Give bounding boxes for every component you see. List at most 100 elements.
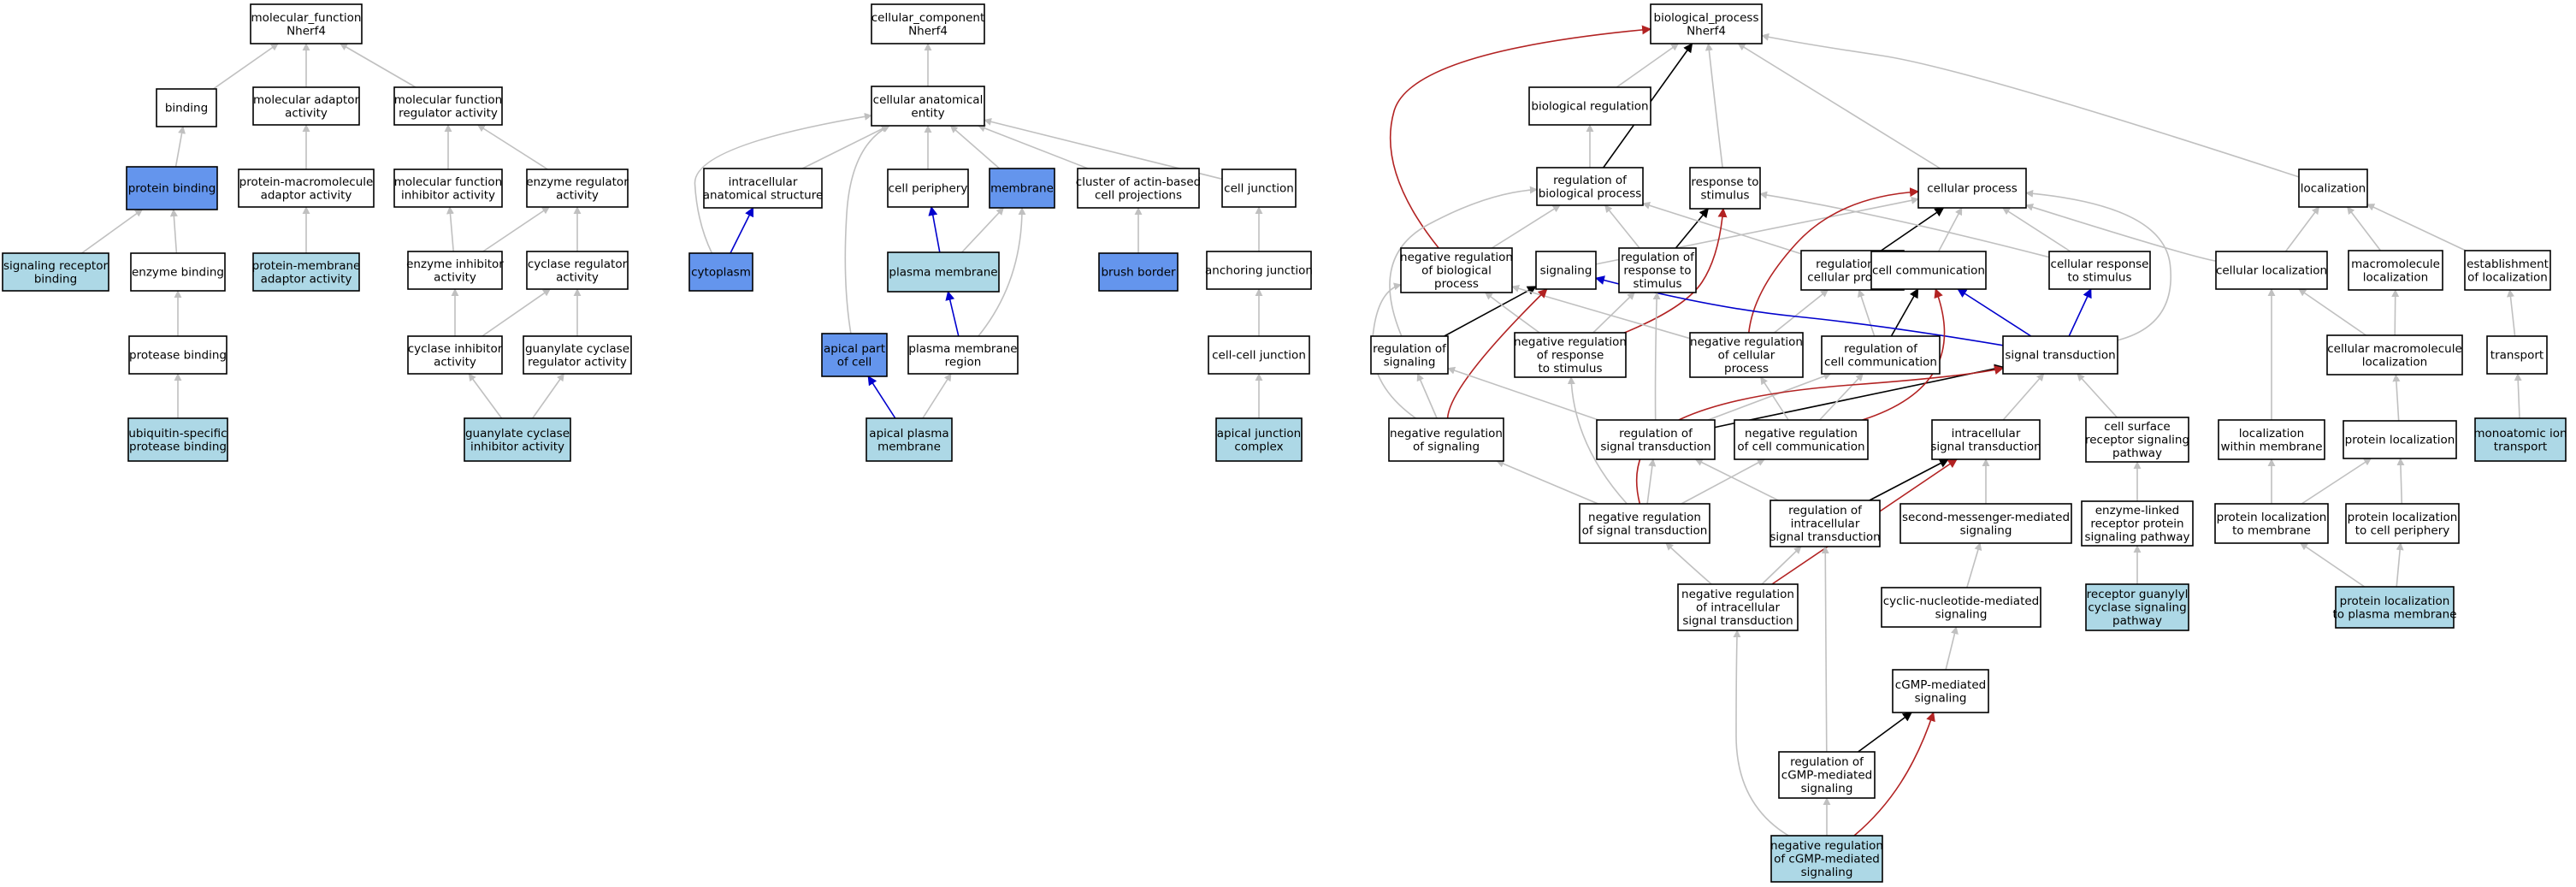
edge-is-a-cluster_actin-to-cae [978,124,1089,169]
edge-is-a-enzyme_binding-to-protein_binding [169,209,178,254]
go-term-node-cell-loc[interactable]: cellular localization [2215,251,2328,290]
edge-is-a-macro_loc-to-localization [2347,206,2382,251]
node-label-line: of signaling [1413,440,1480,453]
node-box [1400,247,1513,293]
node-box [1370,335,1449,375]
go-term-node-binding[interactable]: binding [156,88,217,127]
go-term-node-cell-junction[interactable]: cell junction [1221,169,1297,208]
go-term-node-brush-border[interactable]: brush border [1098,252,1179,292]
go-term-node-cell-cell-junction[interactable]: cell-cell junction [1208,335,1310,375]
go-term-node-enzyme-binding[interactable]: enzyme binding [130,252,226,292]
edge-is-a-neg_reg_resp-to-reg_resp_stim [1592,292,1635,334]
go-term-node-localization[interactable]: localization [2298,169,2368,208]
go-term-node-protein-loc[interactable]: protein localization [2343,420,2457,459]
go-term-node-protease-binding[interactable]: protease binding [128,335,227,375]
go-term-node-cell-comm[interactable]: cell communication [1870,251,1987,290]
node-label-line: cyclase regulator [528,257,628,271]
go-term-node-protein-binding[interactable]: protein binding [126,166,218,210]
node-box [526,169,629,208]
go-term-node-anchoring-junction[interactable]: anchoring junction [1205,251,1313,290]
node-label-line: cell communication [1824,355,1937,369]
node-box [2345,503,2460,544]
go-term-node-sig-trans[interactable]: signal transduction [2002,335,2118,375]
go-term-node-transport[interactable]: transport [2486,335,2548,375]
node-label-line: molecular function [394,93,502,107]
edge-is-a-localization-to-bp [1761,33,2300,178]
node-label-line: signal transduction [1770,530,1880,544]
node-label-line: inhibitor activity [401,188,495,202]
node-label-line: activity [556,188,599,202]
node-label-line: transport [2490,349,2544,363]
node-label-line: guanylate cyclase [465,427,570,441]
node-label-line: localization [2363,270,2428,284]
go-term-node-cellular-process[interactable]: cellular process [1917,168,2027,209]
edge-neg-regulates-neg_reg_signaling-to-signaling [1446,288,1548,419]
go-term-node-bio-reg[interactable]: biological regulation [1528,86,1651,126]
node-label-line: cGMP-mediated [1781,769,1872,783]
go-term-node-membrane[interactable]: membrane [989,168,1055,209]
go-term-node-plasma-membrane[interactable]: plasma membrane [887,251,1000,293]
go-term-node-signaling[interactable]: signaling [1535,251,1597,290]
node-box [2218,419,2325,460]
node-label-line: protein-membrane [252,259,361,273]
go-term-node-cytoplasm[interactable]: cytoplasm [688,252,753,292]
go-term-node-cell-periphery[interactable]: cell periphery [887,169,969,208]
